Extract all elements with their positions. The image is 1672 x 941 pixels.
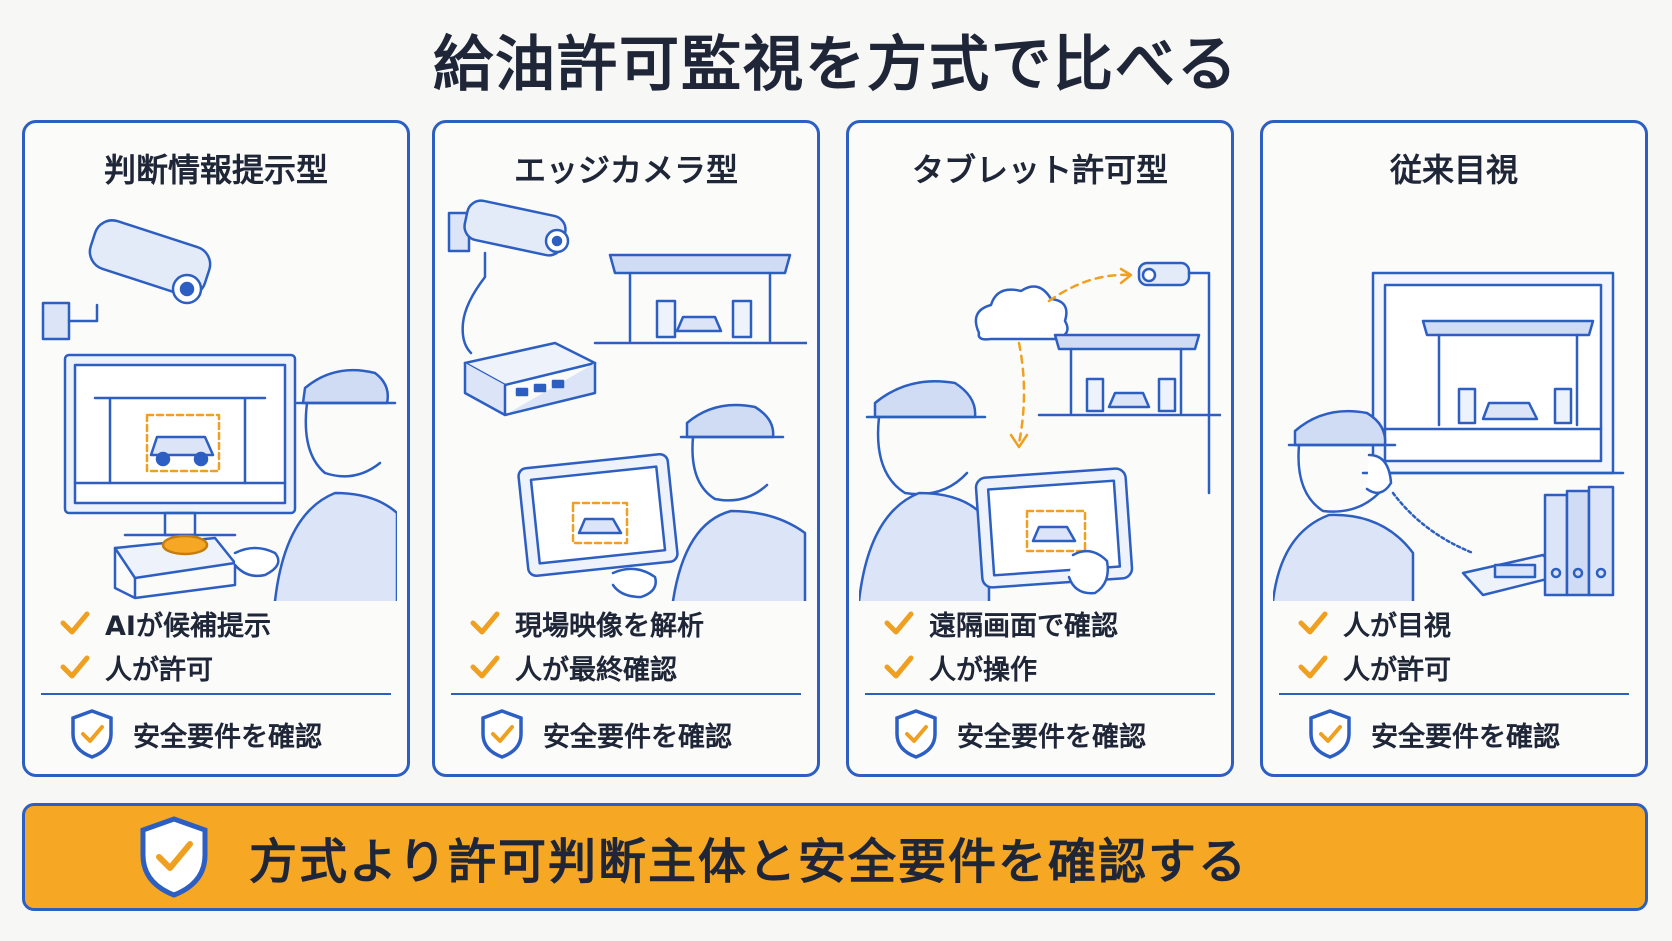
illustration-ai-monitor xyxy=(35,193,399,603)
check-text: 現場映像を解析 xyxy=(515,610,704,642)
banner-text: 方式より許可判断主体と安全要件を確認する xyxy=(249,834,1249,890)
summary-banner: 方式より許可判断主体と安全要件を確認する xyxy=(22,803,1648,911)
shield-check-icon xyxy=(71,709,113,759)
check-icon xyxy=(884,611,914,635)
card-footer: 安全要件を確認 xyxy=(1307,705,1560,763)
card-judgment-info: 判断情報提示型 xyxy=(22,120,410,777)
operator-icon xyxy=(857,379,991,603)
check-icon xyxy=(1298,611,1328,635)
check-text: 人が最終確認 xyxy=(515,654,677,686)
footer-text: 安全要件を確認 xyxy=(543,721,732,753)
illustration-visual xyxy=(1271,193,1635,603)
binders-icon xyxy=(1543,485,1615,597)
push-button-icon xyxy=(113,534,237,600)
edge-device-icon xyxy=(463,341,597,417)
operator-icon xyxy=(611,403,807,603)
operator-icon xyxy=(1271,409,1415,603)
card-footer: 安全要件を確認 xyxy=(479,705,732,763)
gas-station-icon xyxy=(1037,333,1223,417)
telephone-icon xyxy=(1391,491,1565,597)
shield-check-icon xyxy=(1309,709,1351,759)
check-list: 人が目視 人が許可 xyxy=(1295,601,1451,689)
illustration-tablet xyxy=(857,193,1223,603)
check-icon xyxy=(60,655,90,679)
tablet-icon xyxy=(517,452,679,578)
monitor-icon xyxy=(63,353,297,537)
card-title: エッジカメラ型 xyxy=(513,151,738,189)
check-text: 遠隔画面で確認 xyxy=(929,610,1118,642)
card-divider xyxy=(1279,693,1629,695)
check-icon xyxy=(60,611,90,635)
check-icon xyxy=(884,655,914,679)
check-item: 人が操作 xyxy=(881,645,1118,689)
check-icon xyxy=(470,611,500,635)
check-item: 遠隔画面で確認 xyxy=(881,601,1118,645)
car-icon xyxy=(145,413,221,473)
card-visual-inspection: 従来目視 xyxy=(1260,120,1648,777)
card-divider xyxy=(451,693,801,695)
operator-icon xyxy=(233,368,399,603)
card-tablet-approval: タブレット許可型 xyxy=(846,120,1234,777)
card-title: タブレット許可型 xyxy=(911,151,1168,189)
card-edge-camera: エッジカメラ型 xyxy=(432,120,820,777)
check-list: 現場映像を解析 人が最終確認 xyxy=(467,601,704,689)
check-text: 人が目視 xyxy=(1343,610,1451,642)
footer-text: 安全要件を確認 xyxy=(1371,721,1560,753)
tablet-icon xyxy=(974,467,1134,595)
cloud-icon xyxy=(974,285,1069,341)
check-list: AIが候補提示 人が許可 xyxy=(57,601,271,689)
illustration-edge-camera xyxy=(445,193,809,603)
gas-station-icon xyxy=(593,253,809,345)
card-title: 判断情報提示型 xyxy=(103,151,328,189)
card-divider xyxy=(41,693,391,695)
check-item: 人が目視 xyxy=(1295,601,1451,645)
check-item: 現場映像を解析 xyxy=(467,601,704,645)
card-divider xyxy=(865,693,1215,695)
check-icon xyxy=(470,655,500,679)
shield-check-icon xyxy=(140,816,208,898)
shield-check-icon xyxy=(895,709,937,759)
check-item: AIが候補提示 xyxy=(57,601,271,645)
check-text: 人が操作 xyxy=(929,654,1037,686)
gas-station-icon xyxy=(1383,319,1603,431)
card-footer: 安全要件を確認 xyxy=(893,705,1146,763)
card-footer: 安全要件を確認 xyxy=(69,705,322,763)
check-text: 人が許可 xyxy=(105,654,213,686)
check-item: 人が最終確認 xyxy=(467,645,704,689)
security-camera-icon xyxy=(1137,261,1211,495)
security-camera-icon xyxy=(41,219,212,341)
footer-text: 安全要件を確認 xyxy=(957,721,1146,753)
check-item: 人が許可 xyxy=(57,645,271,689)
check-item: 人が許可 xyxy=(1295,645,1451,689)
check-text: 人が許可 xyxy=(1343,654,1451,686)
security-camera-icon xyxy=(447,199,570,355)
page-title: 給油許可監視を方式で比べる xyxy=(433,30,1239,100)
footer-text: 安全要件を確認 xyxy=(133,721,322,753)
card-title: 従来目視 xyxy=(1389,151,1518,189)
check-icon xyxy=(1298,655,1328,679)
check-text: AIが候補提示 xyxy=(105,610,271,642)
check-list: 遠隔画面で確認 人が操作 xyxy=(881,601,1118,689)
shield-check-icon xyxy=(481,709,523,759)
window-icon xyxy=(1361,271,1625,475)
